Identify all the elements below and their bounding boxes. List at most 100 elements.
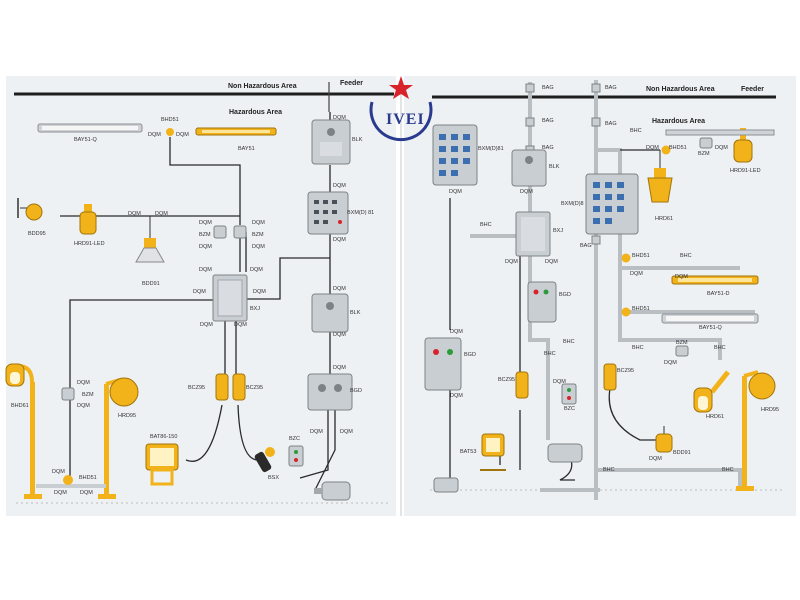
right-bat53-floodlight (480, 433, 506, 471)
label-dqm-top2: DQM (176, 132, 189, 138)
label-right-bag6: BAG (580, 243, 592, 249)
label-bhd61: BHD61 (11, 403, 29, 409)
label-dqm-t: DQM (52, 469, 65, 475)
right-bgd-station-lower (424, 337, 462, 391)
label-right-dqm3: DQM (449, 189, 462, 195)
label-right-bgd2: BGD (464, 352, 476, 358)
label-dqm-e: DQM (199, 267, 212, 273)
label-right-dqm1: DQM (646, 145, 659, 151)
label-dqm-top1: DQM (148, 132, 161, 138)
label-dqm-k: DQM (333, 115, 346, 121)
label-right-bhc6: BHC (632, 345, 644, 351)
bay51-linear-light (195, 127, 277, 136)
bdd95-lamp (17, 198, 43, 221)
right-bxj-enclosure (515, 211, 551, 257)
label-right-bhd51b: BHD51 (632, 253, 650, 259)
label-right-bag2: BAG (542, 118, 554, 124)
bxm81-distribution-box (307, 191, 349, 235)
label-bdd95: BDD95 (28, 231, 46, 237)
label-bsx: BSX (268, 475, 280, 481)
label-right-bxj: BXJ (553, 228, 564, 234)
label-right-dqm12: DQM (553, 379, 566, 385)
label-dqm-g: DQM (193, 289, 206, 295)
label-dqm-p: DQM (333, 365, 346, 371)
label-right-bhc4: BHC (563, 339, 575, 345)
bhd51-bottom-fitting (36, 475, 106, 488)
label-dqm-m: DQM (333, 237, 346, 243)
label-right-bcz95a: BCZ95 (498, 377, 516, 383)
label-bdd91: BDD91 (142, 281, 160, 287)
left-feeder-title: Feeder (340, 80, 363, 87)
label-bay51: BAY51 (238, 146, 255, 152)
motor (314, 481, 351, 501)
label-right-bag4: BAG (605, 85, 617, 91)
label-right-bzm2: BZM (676, 340, 688, 346)
bsx-plug (254, 447, 275, 473)
blk-middle-enclosure (311, 293, 349, 333)
right-bzc-pushbutton (561, 383, 577, 405)
label-right-hrd91led: HRD91-LED (730, 168, 761, 174)
label-right-hrd61b: HRD61 (706, 414, 725, 420)
label-right-bhc7: BHC (714, 345, 726, 351)
label-bhd51-b: BHD51 (79, 475, 97, 481)
label-dqm-i: DQM (200, 322, 213, 328)
right-feeder-title: Feeder (741, 86, 764, 93)
label-dqm-n: DQM (333, 286, 346, 292)
label-right-dqm10: DQM (450, 393, 463, 399)
label-right-bay51d: BAY51-D (707, 291, 730, 297)
right-hrd61-wall-lamp (693, 370, 730, 413)
label-right-bhc5: BHC (544, 351, 556, 357)
label-right-bcz95b: BCZ95 (617, 368, 635, 374)
label-dqm-c2: DQM (199, 244, 212, 250)
label-right-hrd61: HRD61 (655, 216, 674, 222)
left-junction-boxes (61, 225, 247, 401)
label-right-bhd51a: BHD51 (669, 145, 687, 151)
label-right-dqm8: DQM (630, 271, 643, 277)
label-right-bhd51c: BHD51 (632, 306, 650, 312)
label-bcz95-a: BCZ95 (188, 385, 206, 391)
hrd91-led-lamp (79, 204, 97, 235)
right-hazardous-title: Hazardous Area (652, 118, 706, 125)
label-right-bag3: BAG (542, 145, 554, 151)
label-dqm-s: DQM (77, 380, 90, 386)
label-right-bhc3: BHC (680, 253, 692, 259)
label-blk1: BLK (352, 137, 363, 143)
label-dqm-a: DQM (128, 211, 141, 217)
bat86-floodlight (145, 443, 179, 486)
right-bgd-station-upper (527, 281, 557, 323)
label-right-bzm1: BZM (698, 151, 710, 157)
label-hrd91led: HRD91-LED (74, 241, 105, 247)
label-right-dqm13: DQM (649, 456, 662, 462)
label-right-bay51q: BAY51-Q (699, 325, 722, 331)
label-right-bzc: BZC (564, 406, 575, 412)
label-dqm-u: DQM (54, 490, 67, 496)
bay51q-linear-light (37, 123, 143, 133)
left-cables (60, 112, 336, 491)
label-dqm-v: DQM (80, 490, 93, 496)
right-bay51d-linear-light (671, 275, 759, 285)
label-dqm-s2: DQM (77, 403, 90, 409)
label-bat86: BAT86-150 (150, 434, 178, 440)
right-hrd61-hanging-lamp (647, 150, 673, 203)
label-dqm-c: DQM (199, 220, 212, 226)
label-dqm-d: DQM (252, 220, 265, 226)
label-right-bag1: BAG (542, 85, 554, 91)
bgd-control-station (307, 373, 353, 411)
label-right-dqm4: DQM (520, 189, 533, 195)
label-dqm-h: DQM (253, 289, 266, 295)
label-dqm-d2: DQM (252, 244, 265, 250)
left-hazardous-title: Hazardous Area (229, 109, 283, 116)
right-bay51q-linear-light (661, 313, 759, 324)
label-dqm-j: DQM (234, 322, 247, 328)
label-right-blk: BLK (549, 164, 560, 170)
label-bhd51-top: BHD51 (161, 117, 179, 123)
label-dqm-f: DQM (250, 267, 263, 273)
label-right-bhc2: BHC (480, 222, 492, 228)
right-bdd91-lamp (655, 426, 673, 453)
right-motors (433, 443, 583, 493)
right-bxm81-distribution-box (432, 124, 478, 186)
label-right-bhc1: BHC (630, 128, 642, 134)
label-right-bhc9: BHC (722, 467, 734, 473)
right-non-hazardous-title: Non Hazardous Area (646, 86, 715, 93)
